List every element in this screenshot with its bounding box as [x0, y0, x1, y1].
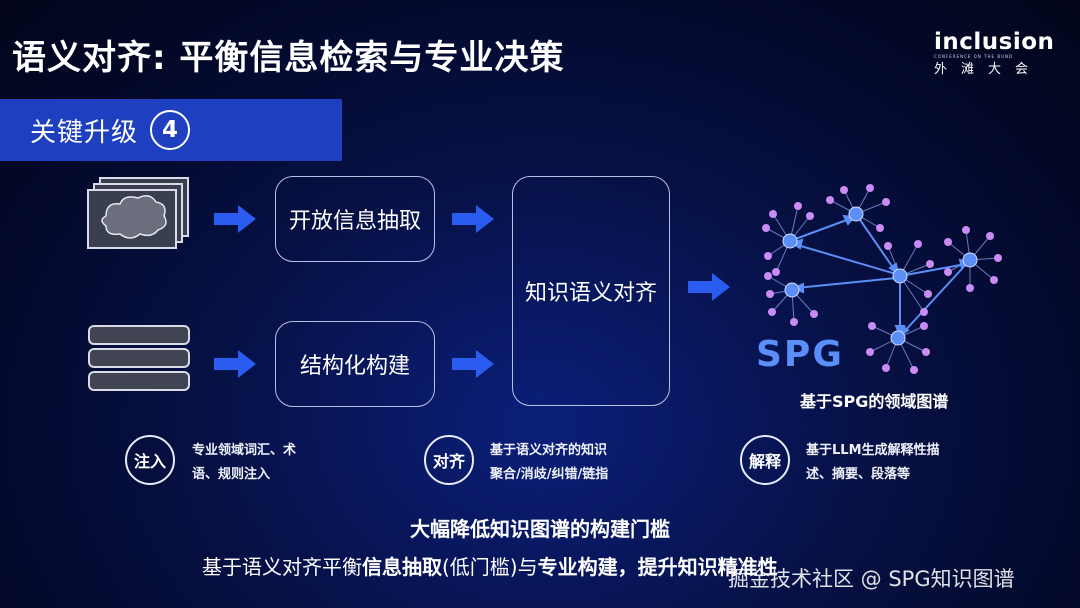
semantic-alignment-label: 知识语义对齐	[524, 281, 657, 306]
knowledge-graph-icon	[762, 184, 1002, 374]
structured-build-label: 结构化构建	[299, 354, 410, 379]
section-banner: 关键升级 4	[0, 99, 342, 161]
arrow-right-icon	[688, 273, 730, 301]
banner-label: 关键升级	[30, 117, 139, 148]
summary-detail: 基于语义对齐平衡信息抽取(低门槛)与专业构建，提升知识精准性	[202, 555, 778, 579]
logo-chinese: 外滩大会	[934, 62, 1043, 77]
inclusion-logo: inclusion CONFERENCE ON THE BUND 外滩大会	[934, 29, 1055, 78]
watermark: 掘金技术社区 @ SPG知识图谱	[728, 567, 1015, 591]
logo-wordmark: inclusion	[934, 29, 1055, 55]
inject-badge: 注入	[125, 435, 175, 485]
explain-badge: 解释	[740, 435, 790, 485]
open-extraction-label: 开放信息抽取	[288, 209, 421, 234]
spg-caption: 基于SPG的领域图谱	[800, 392, 949, 411]
arrow-right-icon	[452, 205, 494, 233]
summary-headline: 大幅降低知识图谱的构建门槛	[410, 517, 670, 541]
structured-build-box: 结构化构建	[275, 321, 435, 407]
semantic-alignment-box: 知识语义对齐	[512, 176, 670, 406]
explain-description: 基于LLM生成解释性描 述、摘要、段落等	[806, 443, 940, 482]
spg-logo: SPG	[756, 334, 844, 375]
documents-icon	[87, 177, 189, 249]
align-description: 基于语义对齐的知识 聚合/消歧/纠错/链指	[490, 443, 609, 482]
inject-description: 专业领域词汇、术 语、规则注入	[192, 443, 297, 482]
arrow-right-icon	[452, 350, 494, 378]
database-icon	[88, 325, 190, 391]
align-badge: 对齐	[424, 435, 474, 485]
banner-number-badge: 4	[150, 110, 191, 150]
logo-subtitle: CONFERENCE ON THE BUND	[934, 54, 1014, 59]
arrow-right-icon	[214, 350, 256, 378]
page-title: 语义对齐: 平衡信息检索与专业决策	[12, 38, 565, 78]
open-extraction-box: 开放信息抽取	[275, 176, 435, 262]
arrow-right-icon	[214, 205, 256, 233]
